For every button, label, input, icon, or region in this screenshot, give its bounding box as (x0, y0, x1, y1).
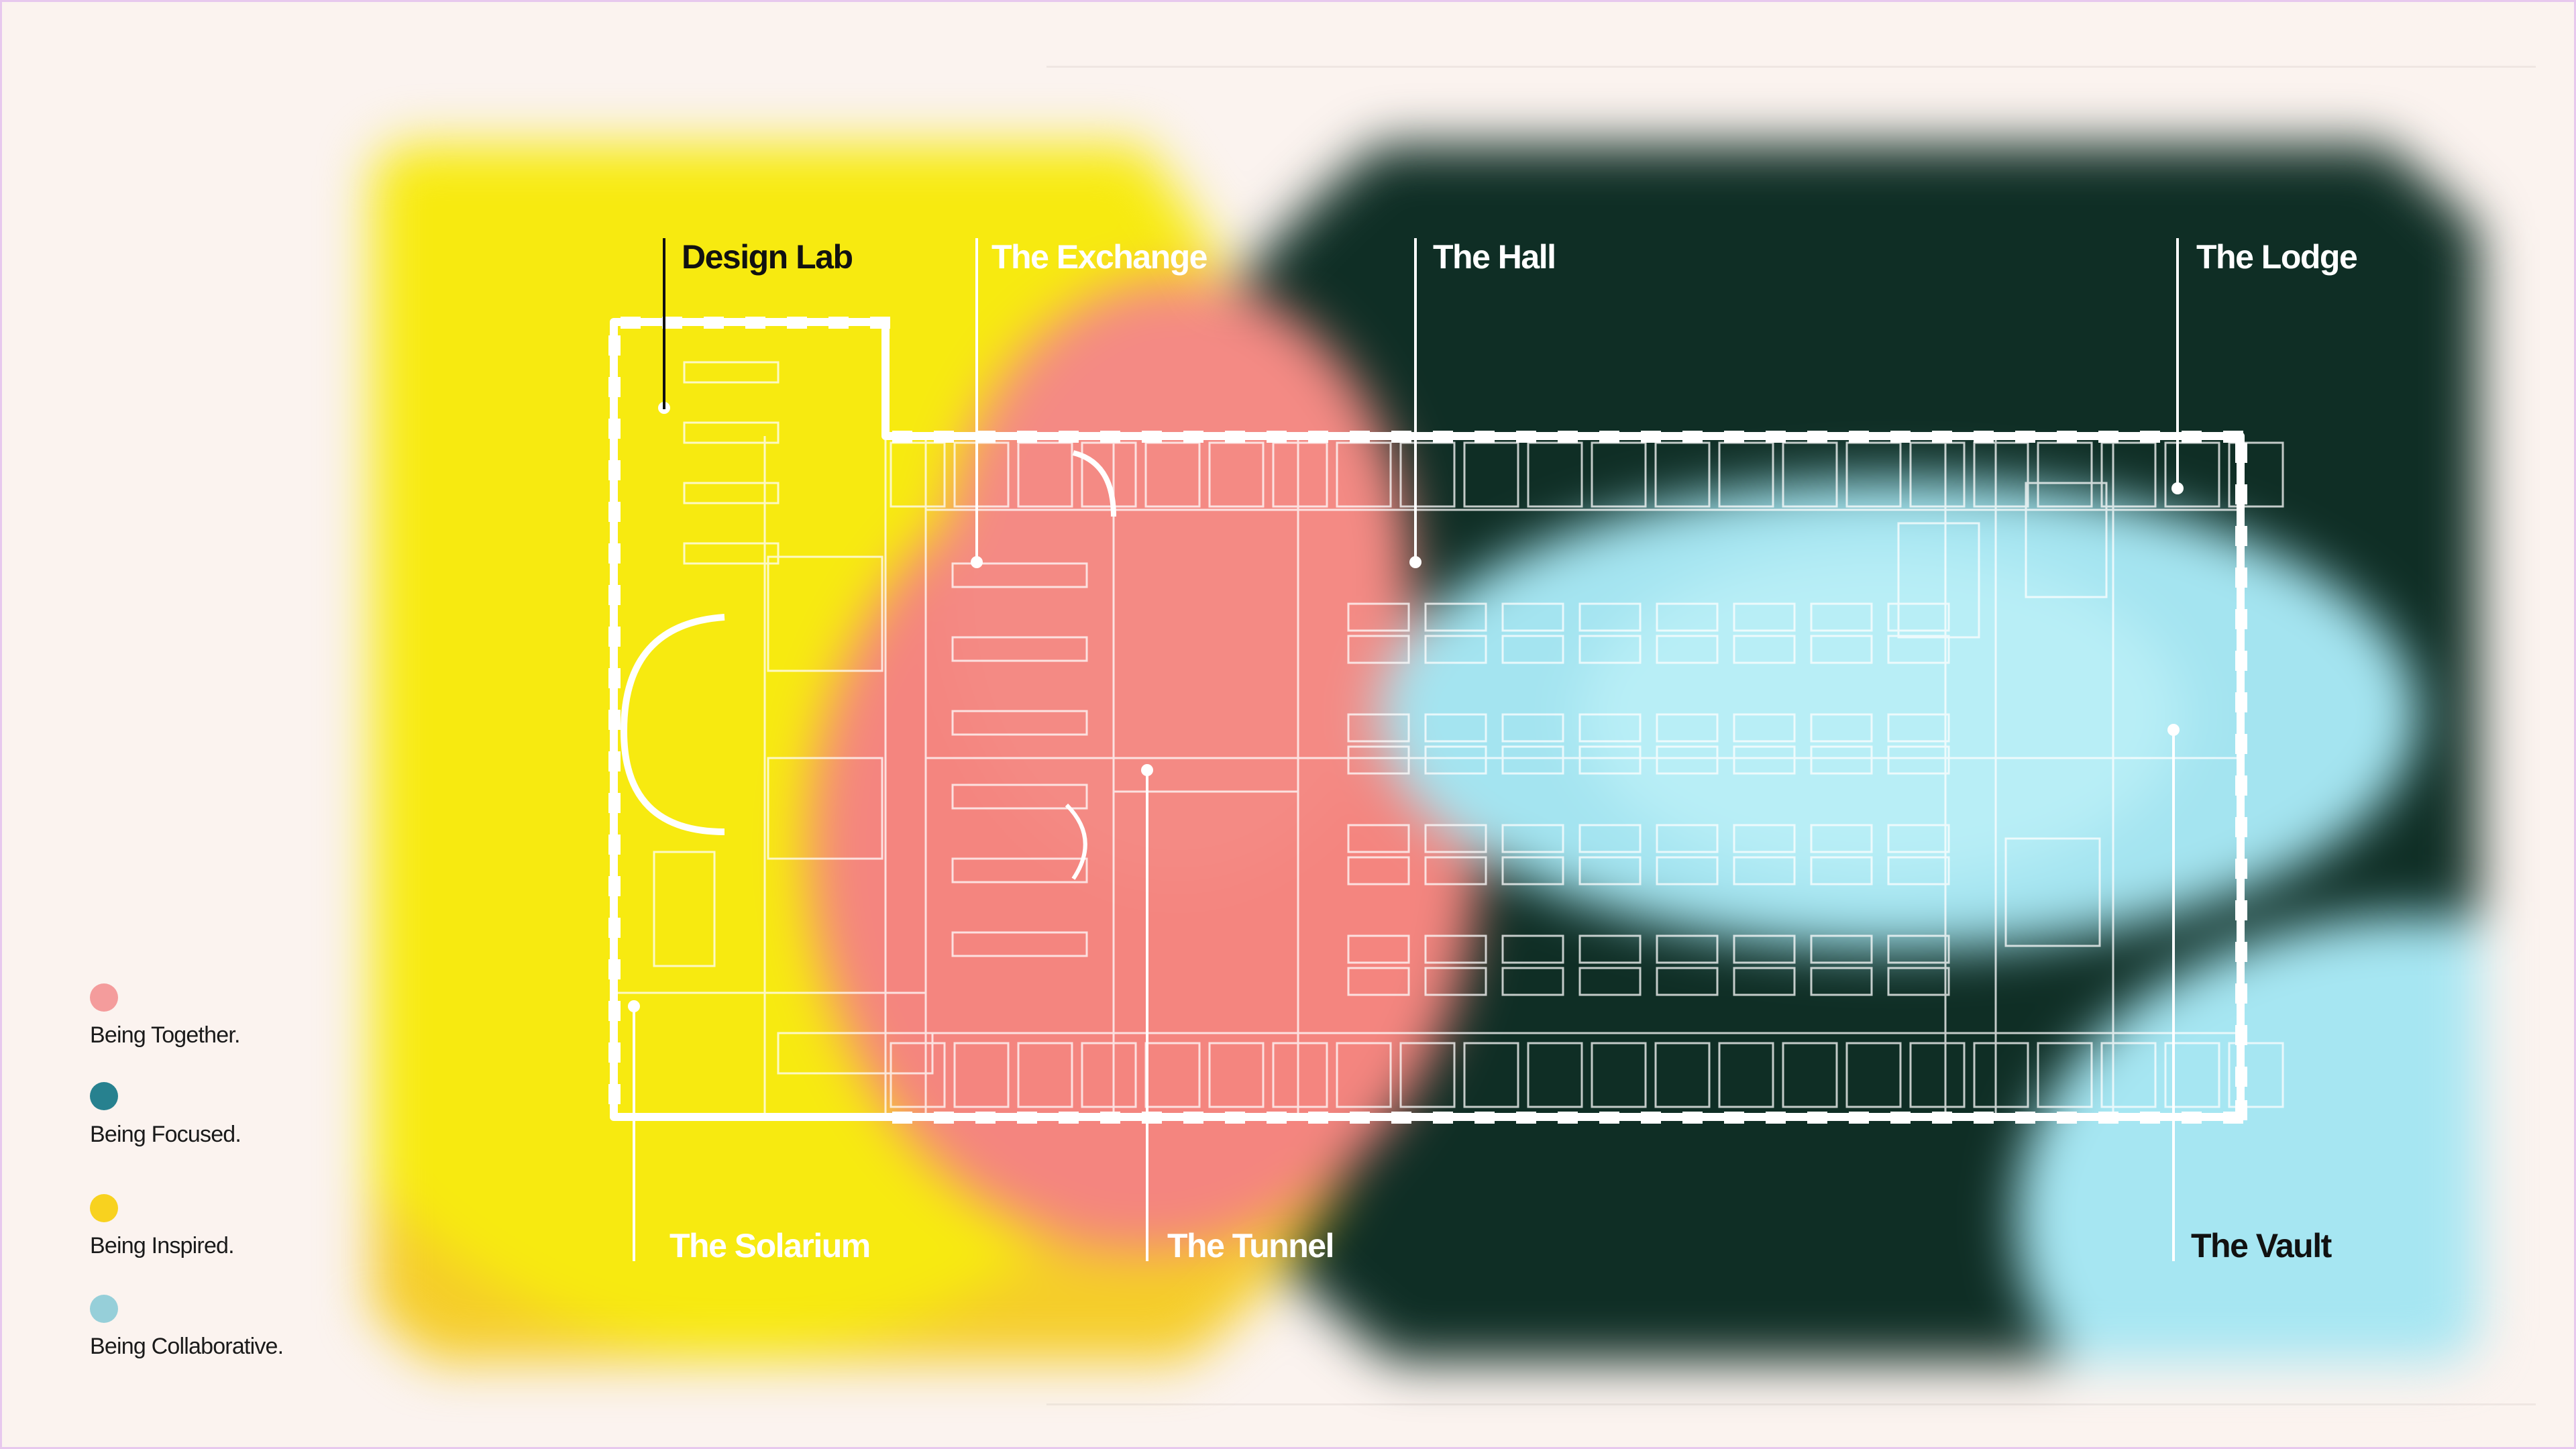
vault-leader (2172, 730, 2175, 1261)
legend-dot-focused (90, 1082, 118, 1110)
solarium-leader (633, 1006, 635, 1261)
legend-label-focused: Being Focused. (90, 1122, 241, 1147)
exchange-arc (1065, 803, 1087, 880)
tunnel-leader (1146, 770, 1148, 1261)
lodge-label: The Lodge (2196, 238, 2358, 276)
leader-dots (628, 402, 2184, 1012)
lodge-leader (2176, 238, 2179, 490)
exchange-curve (1072, 450, 1116, 517)
legend-dot-together (90, 983, 118, 1012)
legend-dot-collaborative (90, 1295, 118, 1323)
hall-leader (1414, 238, 1417, 564)
exchange-label: The Exchange (991, 238, 1208, 276)
legend-label-collaborative: Being Collaborative. (90, 1334, 284, 1359)
hall-label: The Hall (1433, 238, 1556, 276)
legend-label-inspired: Being Inspired. (90, 1233, 235, 1258)
legend-dot-inspired (90, 1194, 118, 1222)
design-lab-label: Design Lab (682, 238, 853, 276)
together-zone-upper (943, 278, 1412, 882)
vault-label: The Vault (2191, 1227, 2332, 1265)
solarium-curve (620, 614, 725, 835)
top-rule (1046, 66, 2536, 68)
tunnel-label: The Tunnel (1167, 1227, 1334, 1265)
legend-label-together: Being Together. (90, 1022, 240, 1048)
design-lab-leader (663, 238, 665, 409)
exchange-leader (975, 238, 978, 564)
floor-plan-windows (608, 317, 2247, 1124)
floor-plan-details (614, 361, 2284, 1117)
solarium-label: The Solarium (669, 1227, 871, 1265)
bottom-rule (1046, 1403, 2536, 1405)
